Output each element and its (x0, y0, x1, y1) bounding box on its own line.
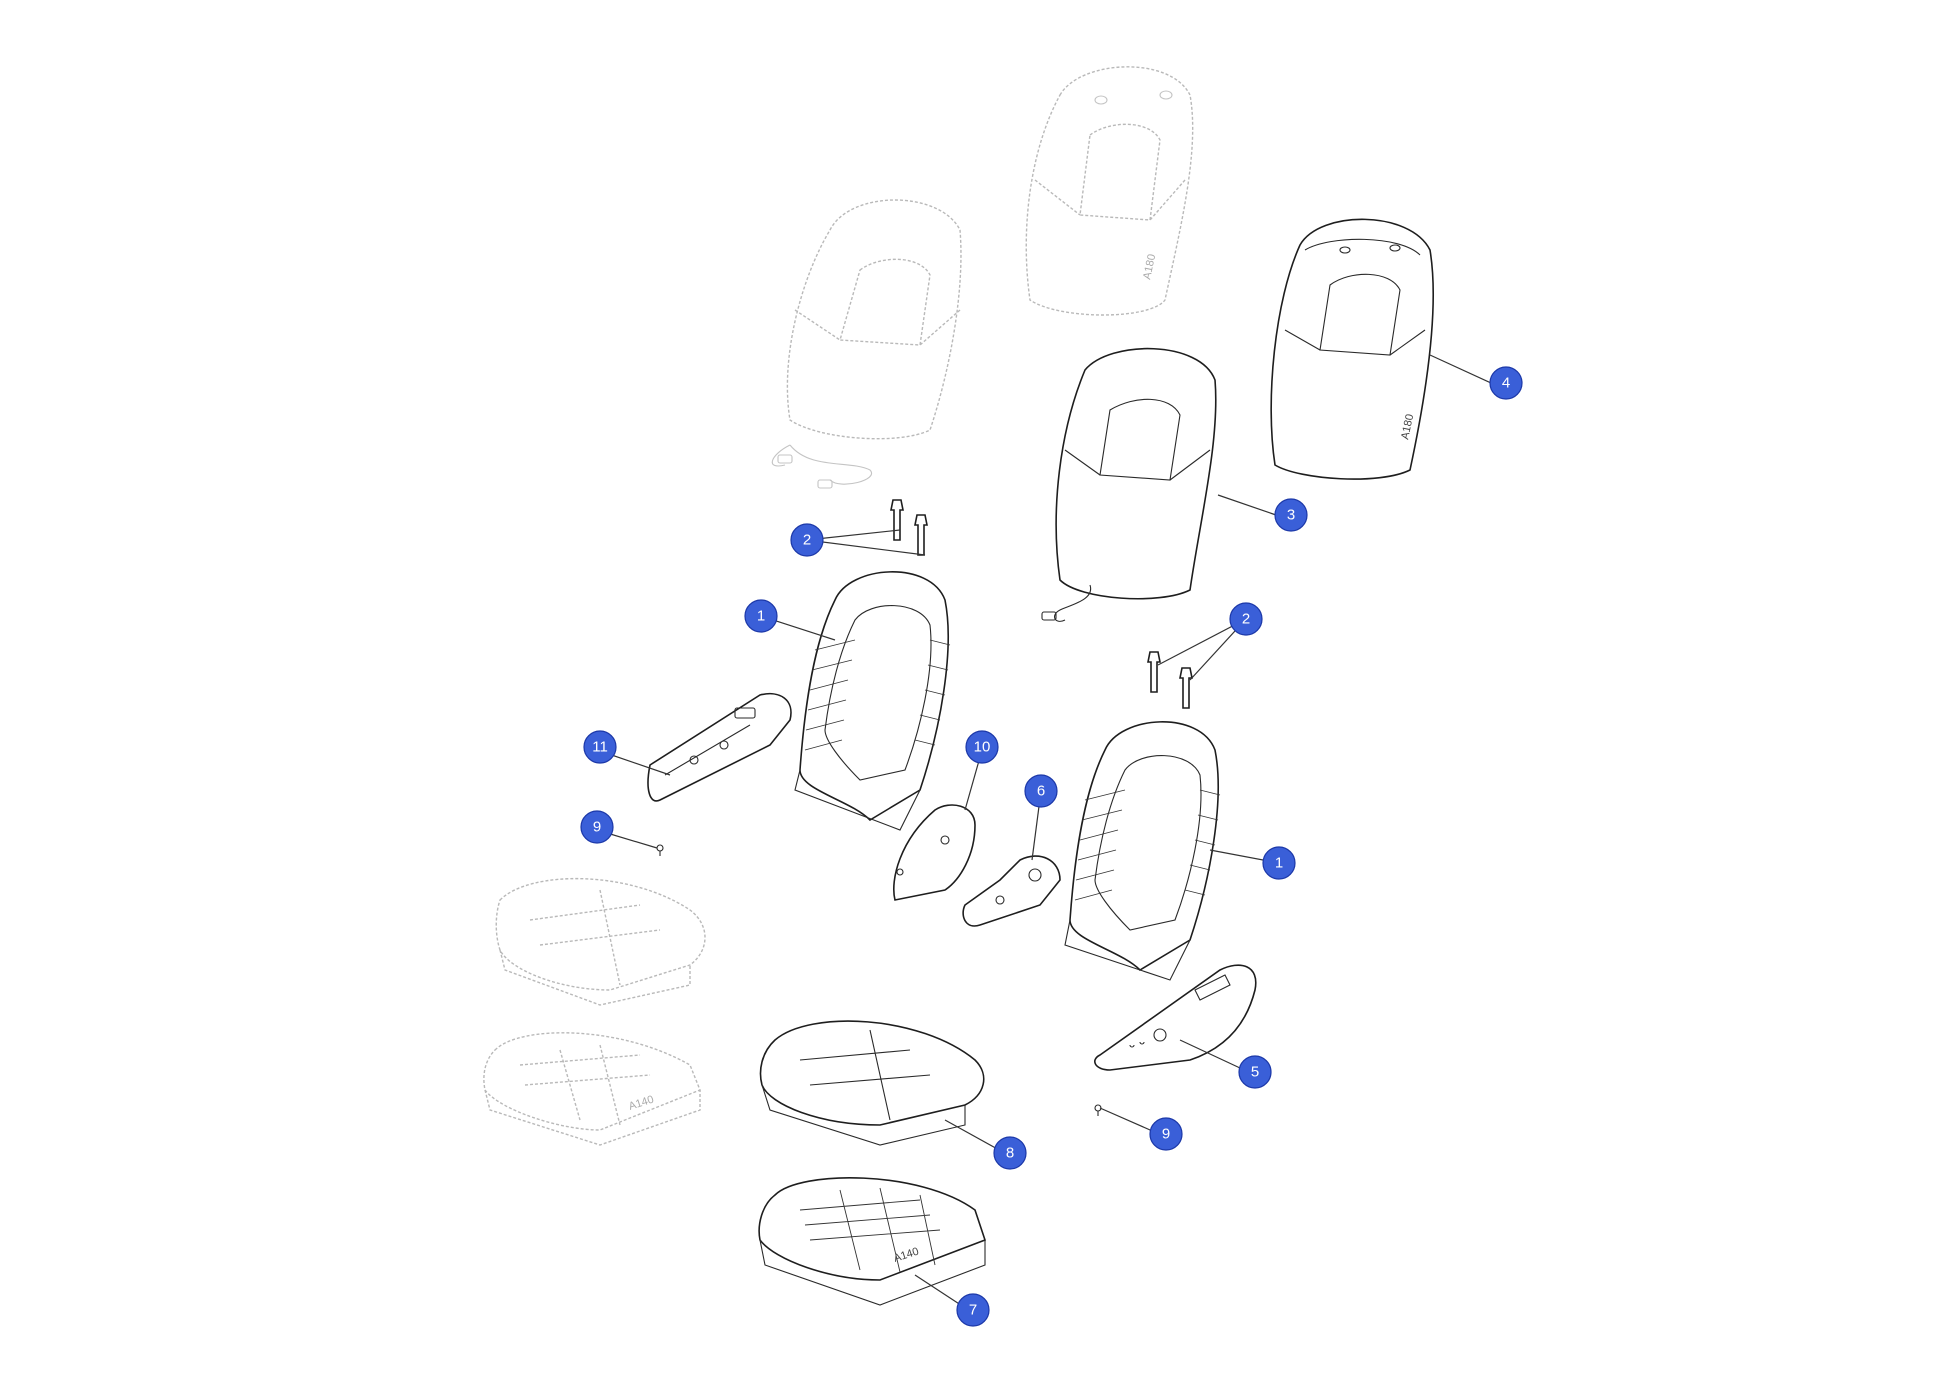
callout-6[interactable]: 6 (1024, 774, 1058, 808)
callout-circle (956, 1293, 990, 1327)
callout-label: 11 (592, 739, 608, 756)
faint-backrest-cover: A180 (1025, 66, 1194, 316)
faint-cushion-frame-stamp: A140 (627, 1093, 655, 1112)
callout-label: 7 (969, 1302, 977, 1319)
callout-8[interactable]: 8 (993, 1136, 1027, 1170)
callout-label: 1 (757, 608, 765, 625)
callout-circle (744, 599, 778, 633)
callout-circle (1238, 1055, 1272, 1089)
callout-9-right[interactable]: 9 (1149, 1117, 1183, 1151)
callout-circle (1229, 602, 1263, 636)
guide-pins-upper (890, 499, 928, 556)
backrest-frame-right (1064, 721, 1221, 981)
callout-label: 3 (1287, 507, 1295, 524)
faint-seat-cushion-frame: A140 (483, 1032, 701, 1146)
screw-right (1094, 1104, 1102, 1116)
faint-seat-cushion-cover (495, 877, 706, 1006)
callout-5[interactable]: 5 (1238, 1055, 1272, 1089)
screw-left (656, 844, 664, 856)
callout-label: 5 (1251, 1064, 1259, 1081)
callout-label: 8 (1006, 1145, 1014, 1162)
seat-cushion-cover (759, 1020, 985, 1146)
guide-pins-lower (1147, 651, 1193, 709)
backrest-cover: A180 (1270, 218, 1434, 480)
callout-1-right[interactable]: 1 (1262, 846, 1296, 880)
callout-circle (1024, 774, 1058, 808)
callout-4[interactable]: 4 (1489, 366, 1523, 400)
callout-circle (1149, 1117, 1183, 1151)
backrest-frame-left (794, 571, 951, 831)
callout-2-lower[interactable]: 2 (1229, 602, 1263, 636)
faint-backrest-pad (771, 199, 962, 489)
callout-label: 1 (1275, 855, 1283, 872)
callout-circle (1274, 498, 1308, 532)
faint-backrest-stamp: A180 (1141, 253, 1158, 281)
callout-1-left[interactable]: 1 (744, 599, 778, 633)
callout-label: 10 (974, 739, 991, 756)
callout-2-upper[interactable]: 2 (790, 523, 824, 557)
seat-side-trim-outer (1094, 964, 1257, 1071)
callout-label: 6 (1037, 783, 1045, 800)
callout-7[interactable]: 7 (956, 1293, 990, 1327)
seat-cushion-frame: A140 (758, 1177, 987, 1306)
callout-11[interactable]: 11 (583, 730, 617, 764)
recliner-cover (962, 855, 1061, 927)
callout-label: 4 (1502, 375, 1510, 392)
callout-circle (790, 523, 824, 557)
callout-circle (993, 1136, 1027, 1170)
callout-3[interactable]: 3 (1274, 498, 1308, 532)
backrest-cover-stamp: A180 (1399, 413, 1416, 441)
seat-side-trim-inner (647, 693, 792, 802)
callout-label: 9 (593, 819, 601, 836)
callout-circle (583, 730, 617, 764)
callout-circle (1489, 366, 1523, 400)
callout-label: 2 (1242, 611, 1250, 628)
callout-circle (580, 810, 614, 844)
callout-label: 9 (1162, 1126, 1170, 1143)
backrest-pad (1041, 347, 1217, 622)
callout-circle (1262, 846, 1296, 880)
cushion-frame-stamp: A140 (892, 1245, 920, 1264)
callout-10[interactable]: 10 (965, 730, 999, 764)
leader-lines (596, 354, 1492, 1314)
callout-label: 2 (803, 532, 811, 549)
callout-circle (965, 730, 999, 764)
callout-9-left[interactable]: 9 (580, 810, 614, 844)
